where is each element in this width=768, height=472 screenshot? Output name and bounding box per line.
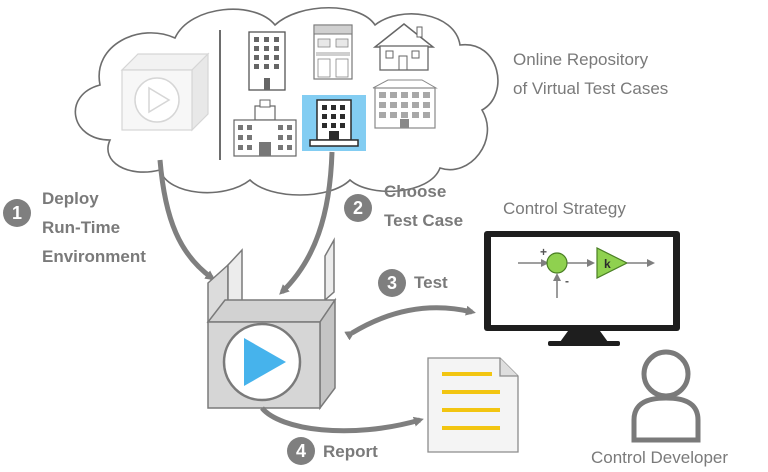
report-document-icon	[427, 357, 519, 453]
test-bidirectional-arrow	[344, 305, 476, 341]
step-2: 2 Choose Test Case	[344, 182, 463, 230]
minus-sign: -	[565, 274, 569, 288]
step-4-number: 4	[296, 441, 306, 461]
step-1-label-line2: Run-Time	[42, 218, 120, 237]
repository-label-line2: of Virtual Test Cases	[513, 79, 668, 98]
plus-sign: +	[540, 245, 547, 259]
choose-arrow	[279, 151, 335, 295]
step-1: 1 Deploy Run-Time Environment	[3, 189, 146, 266]
step-4-label-line1: Report	[323, 442, 378, 461]
runtime-cube-faded-icon	[120, 52, 210, 132]
step-2-label-line2: Test Case	[384, 211, 463, 230]
step-2-number: 2	[353, 198, 363, 218]
step-2-label-line1: Choose	[384, 182, 446, 201]
house-building-icon	[372, 23, 436, 71]
control-block-diagram: + - k	[518, 245, 655, 298]
storefront-building-icon	[313, 24, 353, 80]
gain-block-icon	[596, 247, 629, 279]
control-developer-label: Control Developer	[591, 448, 728, 467]
step-3-label-line1: Test	[414, 273, 448, 292]
selected-test-case-building-icon[interactable]	[302, 95, 366, 151]
gain-label: k	[604, 257, 611, 271]
report-arrow	[260, 406, 424, 434]
deploy-arrow	[157, 159, 216, 281]
play-icon	[244, 338, 286, 386]
office-tower-building-icon	[248, 31, 286, 91]
control-strategy-title: Control Strategy	[503, 199, 626, 218]
step-1-badge	[3, 199, 31, 227]
control-developer-person-icon	[631, 349, 701, 443]
runtime-environment-box-icon	[206, 237, 337, 411]
step-4-badge	[287, 437, 315, 465]
step-1-label-line3: Environment	[42, 247, 146, 266]
apartment-building-icon	[372, 79, 438, 129]
repository-label-line1: Online Repository	[513, 50, 649, 69]
step-2-badge	[344, 194, 372, 222]
step-3-badge	[378, 269, 406, 297]
step-1-label-line1: Deploy	[42, 189, 99, 208]
step-1-number: 1	[12, 203, 22, 223]
step-3: 3 Test	[378, 269, 448, 297]
hall-building-icon	[233, 99, 297, 157]
monitor-icon	[484, 231, 680, 346]
step-4: 4 Report	[287, 437, 378, 465]
summing-junction-icon	[546, 252, 568, 274]
step-3-number: 3	[387, 273, 397, 293]
